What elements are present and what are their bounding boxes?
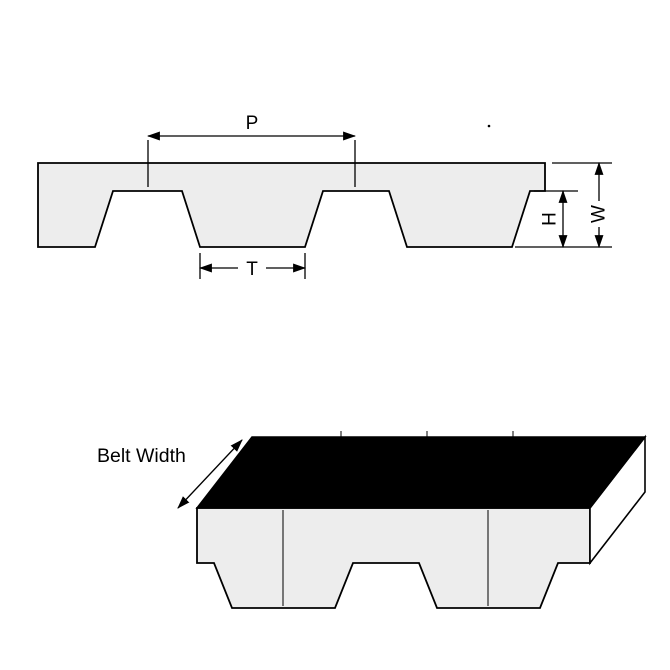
belt-3d-front-face [196,507,591,609]
speck [487,124,491,128]
belt-3d-view [195,431,647,609]
belt-3d-top-face [195,436,647,509]
belt-profile-outline [37,162,546,248]
dimension-belt-thickness: W [552,161,612,249]
dimension-pitch: P [146,113,357,187]
tooth-width-label: T [246,259,258,280]
belt-width-arrow-line [177,439,243,509]
belt-thickness-label: W [589,205,610,223]
dimension-tooth-width: T [198,253,307,280]
tooth-height-label: H [540,212,561,226]
belt-cross-section [37,162,546,248]
pitch-label: P [246,113,259,134]
belt-width-label: Belt Width [97,445,186,467]
dimension-tooth-height: H [515,189,612,249]
dimension-belt-width: Belt Width [97,439,243,509]
